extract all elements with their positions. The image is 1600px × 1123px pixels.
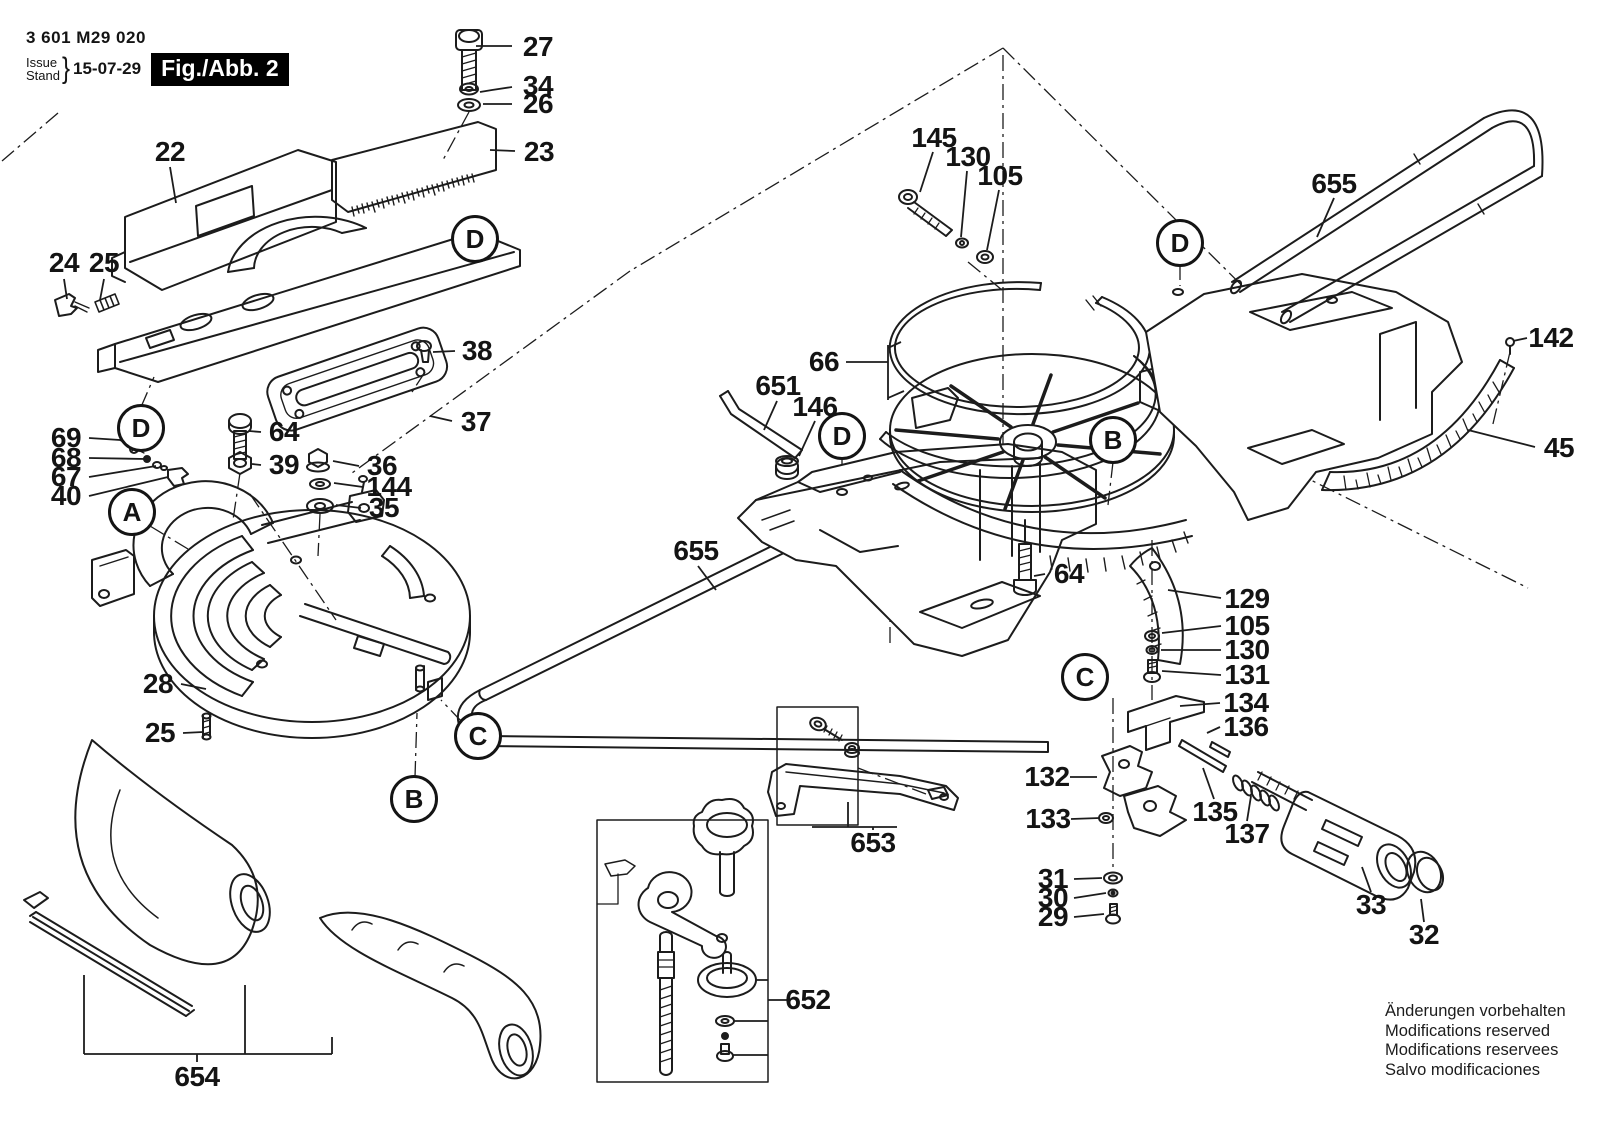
turntable-plate-part-28 bbox=[153, 509, 471, 739]
stand-word: Stand bbox=[26, 68, 60, 83]
nut-part-39 bbox=[228, 451, 252, 475]
end-cap-part-32 bbox=[1405, 850, 1445, 894]
issue-word: Issue bbox=[26, 55, 58, 70]
issue-date: 15-07-29 bbox=[73, 59, 142, 78]
spring-part-137 bbox=[1232, 774, 1280, 812]
clip-part-24 bbox=[54, 293, 90, 317]
pin-part-25-bottom bbox=[201, 712, 212, 741]
washer-part-34 bbox=[459, 82, 479, 96]
ring-part-130-right bbox=[1145, 645, 1159, 655]
washer-part-130-top bbox=[955, 237, 969, 249]
bolt-part-64-right bbox=[1013, 519, 1037, 596]
guard-assembly-A bbox=[91, 475, 385, 607]
handle-part-33 bbox=[1251, 771, 1417, 901]
fence-arc-bridge bbox=[227, 215, 367, 273]
support-strap-part-653 bbox=[767, 763, 959, 817]
washer-part-144 bbox=[309, 478, 331, 490]
bracket-detail-653 bbox=[776, 706, 860, 826]
knurled-nut-part-146 bbox=[775, 455, 799, 480]
screw-part-38 bbox=[416, 340, 432, 363]
screw-part-145 bbox=[898, 189, 953, 237]
washer-part-26 bbox=[457, 98, 481, 112]
washer-part-31 bbox=[1103, 871, 1123, 885]
fence-base-bar bbox=[97, 231, 521, 383]
screw-part-29 bbox=[1105, 903, 1121, 925]
fence-cover-part-22 bbox=[111, 149, 337, 291]
brace-glyph: } bbox=[61, 52, 71, 85]
title-block: 3 601 M29 020 Issue Stand } 15-07-29 Fig… bbox=[26, 28, 289, 86]
legal-line-fr: Modifications reservees bbox=[1385, 1041, 1559, 1059]
legal-line-es: Salvo modificaciones bbox=[1385, 1060, 1540, 1079]
pin-part-136 bbox=[1209, 741, 1231, 758]
dust-chute-group-654 bbox=[23, 739, 542, 1080]
flange-nut-part-36 bbox=[306, 448, 330, 473]
ring-part-30 bbox=[1107, 888, 1119, 898]
right-base-housing bbox=[1145, 273, 1463, 521]
scale-segment-part-129 bbox=[1129, 547, 1184, 665]
lever-part-132 bbox=[1101, 745, 1187, 837]
slide-rail-part-655-right bbox=[1229, 109, 1544, 325]
pin-part-142 bbox=[1505, 337, 1515, 355]
clamp-detail-652 bbox=[596, 798, 769, 1083]
leader-lines bbox=[63, 45, 1536, 1062]
centre-base-casting bbox=[737, 443, 1097, 657]
washer-part-105-right bbox=[1144, 630, 1160, 642]
document-part-number: 3 601 M29 020 bbox=[26, 28, 146, 47]
figure-label: Fig./Abb. 2 bbox=[151, 52, 289, 86]
bracket-part-134 bbox=[1127, 695, 1205, 751]
legal-line-de: Änderungen vorbehalten bbox=[1385, 1002, 1566, 1020]
washer-part-105-top bbox=[976, 250, 994, 264]
legal-note: Änderungen vorbehalten Modifications res… bbox=[1385, 1002, 1566, 1080]
angle-scale-part-45 bbox=[1321, 359, 1515, 492]
insert-plate-part-37 bbox=[266, 326, 449, 432]
fence-ruler-part-23 bbox=[331, 121, 497, 217]
screw-part-131 bbox=[1143, 659, 1161, 683]
legal-line-en: Modifications reserved bbox=[1385, 1021, 1551, 1040]
pin-part-135 bbox=[1178, 739, 1227, 773]
hex-key-part-651 bbox=[719, 390, 803, 459]
screw-part-27 bbox=[455, 29, 483, 91]
spring-part-25-top bbox=[94, 293, 120, 313]
washer-part-133 bbox=[1098, 812, 1114, 824]
